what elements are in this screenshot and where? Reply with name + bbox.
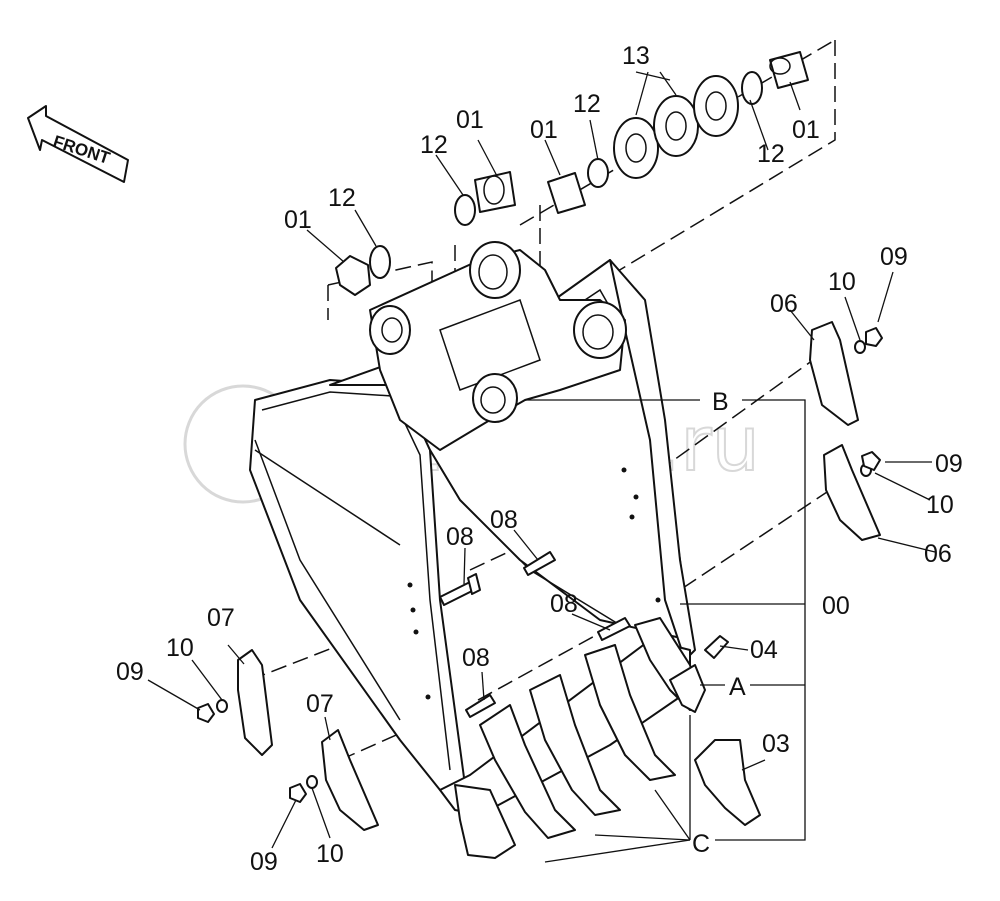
label-12-b: 12 <box>420 131 448 159</box>
label-07-top: 07 <box>207 604 235 632</box>
label-03: 03 <box>762 730 790 758</box>
label-12-d: 12 <box>757 140 785 168</box>
bucket-teeth <box>454 617 706 859</box>
label-01-c: 01 <box>530 116 558 144</box>
label-09-left: 09 <box>116 658 144 686</box>
label-08-b: 08 <box>490 506 518 534</box>
label-07-bot: 07 <box>306 690 334 718</box>
bushings-01 <box>335 51 809 296</box>
label-10-mid: 10 <box>926 491 954 519</box>
label-01-b: 01 <box>456 106 484 134</box>
label-group-00: 00 <box>822 592 850 620</box>
label-group-c: C <box>692 830 710 858</box>
front-arrow: FRONT <box>27 105 129 183</box>
label-10-bot: 10 <box>316 840 344 868</box>
bolts-08 <box>439 551 631 718</box>
label-01-a: 01 <box>284 206 312 234</box>
orings-12 <box>369 71 763 279</box>
leader-lines <box>147 71 936 863</box>
label-12-a: 12 <box>328 184 356 212</box>
label-06-top: 06 <box>770 290 798 318</box>
label-01-d: 01 <box>792 116 820 144</box>
label-group-a: A <box>729 673 746 701</box>
label-group-b: B <box>712 388 729 416</box>
label-10-top: 10 <box>828 268 856 296</box>
label-12-c: 12 <box>573 90 601 118</box>
label-04: 04 <box>750 636 778 664</box>
shims-13 <box>613 75 739 179</box>
side-cutter-07-top <box>237 649 273 756</box>
part-labels: 01 12 12 01 01 12 13 12 01 06 10 09 09 1… <box>116 42 963 876</box>
label-08-a: 08 <box>446 523 474 551</box>
pin-04 <box>704 635 729 659</box>
side-cutter-07-bot <box>321 729 379 831</box>
side-cutter-06-top <box>809 321 859 426</box>
label-09-mid: 09 <box>935 450 963 478</box>
side-cutter-06-mid <box>823 444 881 541</box>
label-06-mid: 06 <box>924 540 952 568</box>
tooth-03 <box>694 739 761 826</box>
label-09-bot: 09 <box>250 848 278 876</box>
label-08-c: 08 <box>550 590 578 618</box>
label-09-top: 09 <box>880 243 908 271</box>
label-13: 13 <box>622 42 650 70</box>
label-08-d: 08 <box>462 644 490 672</box>
label-10-left: 10 <box>166 634 194 662</box>
